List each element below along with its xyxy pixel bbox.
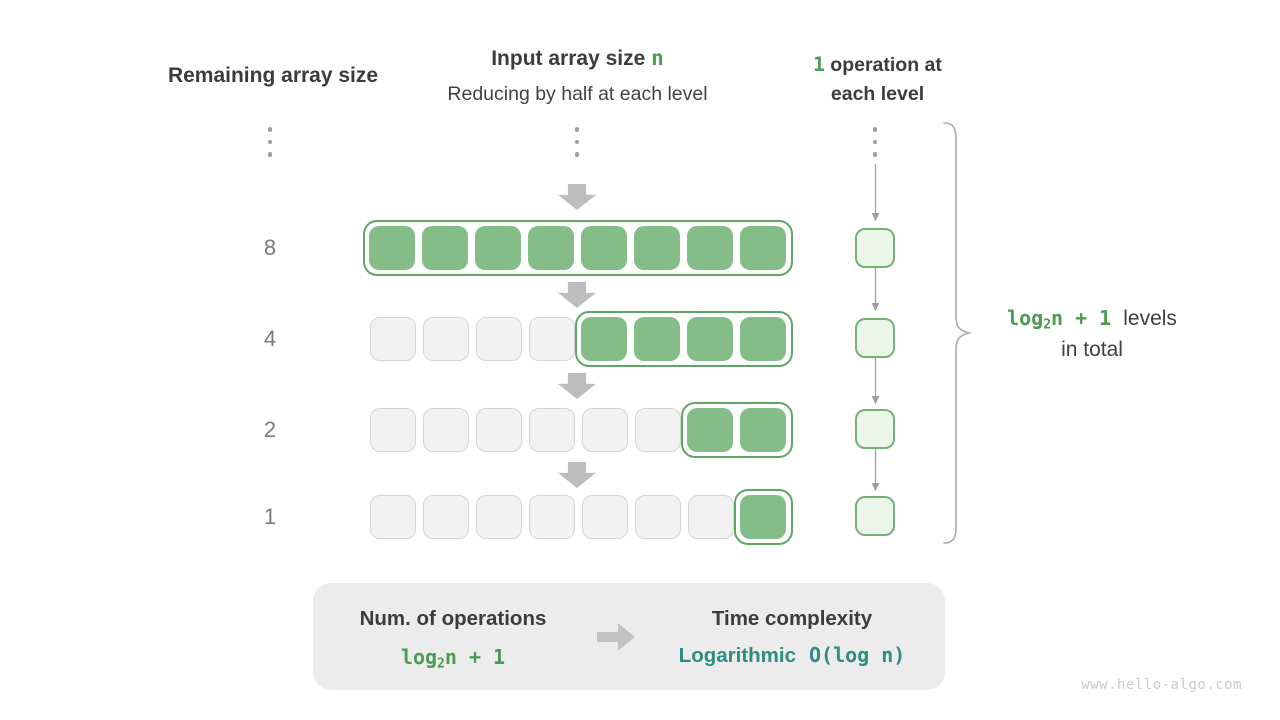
halving-arrow-icon bbox=[558, 462, 596, 488]
array-row bbox=[363, 489, 793, 545]
array-cell-inactive bbox=[528, 317, 575, 361]
array-row bbox=[363, 402, 793, 458]
num-operations-formula: log2n + 1 bbox=[400, 645, 506, 672]
array-cell-inactive bbox=[422, 495, 469, 539]
array-cell-active bbox=[528, 226, 574, 270]
active-cells-group bbox=[363, 220, 793, 276]
operation-header-line1: operation at bbox=[824, 54, 942, 76]
array-cell-inactive bbox=[475, 408, 522, 452]
operation-connector-arrows bbox=[871, 164, 880, 492]
levels-text: levels bbox=[1123, 307, 1177, 330]
remaining-size-label: 8 bbox=[263, 235, 277, 260]
input-array-size-header: Input array size n bbox=[420, 46, 735, 71]
reducing-subtitle: Reducing by half at each level bbox=[447, 83, 708, 105]
active-cells-group bbox=[734, 489, 793, 545]
array-cell-active bbox=[581, 317, 627, 361]
ellipsis-right-icon bbox=[872, 127, 878, 157]
complexity-notation: O(log n) bbox=[809, 643, 906, 667]
array-cell-inactive bbox=[422, 408, 469, 452]
array-cell-inactive bbox=[369, 495, 416, 539]
levels-total-line2: in total bbox=[1061, 338, 1123, 362]
array-cell-active bbox=[740, 226, 786, 270]
array-cell-inactive bbox=[528, 495, 575, 539]
array-cell-inactive bbox=[581, 495, 628, 539]
operation-per-level-header: 1 operation at each level bbox=[795, 50, 960, 109]
array-cell-inactive bbox=[475, 495, 522, 539]
ellipsis-left-icon bbox=[267, 127, 273, 157]
array-cell-active bbox=[740, 408, 786, 452]
remaining-size-label: 1 bbox=[263, 504, 277, 529]
array-cell-inactive bbox=[687, 495, 734, 539]
operation-box bbox=[855, 409, 895, 449]
levels-formula: log2n + 1 bbox=[1007, 306, 1112, 333]
time-complexity-title: Time complexity bbox=[711, 607, 873, 630]
array-cell-inactive bbox=[475, 317, 522, 361]
watermark: www.hello-algo.com bbox=[1081, 677, 1242, 693]
implies-arrow-icon bbox=[597, 623, 635, 651]
operation-count: 1 bbox=[813, 53, 825, 76]
array-cell-active bbox=[369, 226, 415, 270]
input-array-size-text: Input array size bbox=[491, 47, 652, 70]
array-cell-inactive bbox=[369, 317, 416, 361]
levels-brace bbox=[943, 122, 973, 544]
array-cell-active bbox=[740, 495, 786, 539]
array-cell-inactive bbox=[528, 408, 575, 452]
remaining-array-size-header: Remaining array size bbox=[167, 64, 379, 87]
array-cell-inactive bbox=[634, 495, 681, 539]
array-cell-active bbox=[687, 317, 733, 361]
operation-box bbox=[855, 318, 895, 358]
array-cell-active bbox=[475, 226, 521, 270]
levels-total-line1: log2n + 1 levels bbox=[972, 306, 1212, 332]
input-array-size-n: n bbox=[651, 46, 664, 70]
ellipsis-middle-icon bbox=[574, 127, 580, 157]
remaining-size-label: 2 bbox=[263, 417, 277, 442]
array-cell-active bbox=[634, 317, 680, 361]
time-complexity-value: Logarithmic O(log n) bbox=[643, 643, 941, 668]
array-cell-active bbox=[634, 226, 680, 270]
halving-arrow-icon bbox=[558, 373, 596, 399]
operation-box bbox=[855, 228, 895, 268]
complexity-name: Logarithmic bbox=[678, 644, 796, 667]
array-cell-inactive bbox=[369, 408, 416, 452]
halving-arrow-icon bbox=[558, 184, 596, 210]
array-cell-active bbox=[687, 408, 733, 452]
num-operations-title: Num. of operations bbox=[359, 607, 547, 630]
levels-total-annotation: log2n + 1 levels in total bbox=[972, 306, 1212, 362]
operation-header-line2: each level bbox=[830, 83, 925, 105]
summary-panel: Num. of operations log2n + 1 Time comple… bbox=[313, 583, 945, 690]
active-cells-group bbox=[681, 402, 793, 458]
array-cell-active bbox=[740, 317, 786, 361]
remaining-size-label: 4 bbox=[263, 326, 277, 351]
active-cells-group bbox=[575, 311, 793, 367]
array-cell-active bbox=[422, 226, 468, 270]
array-row bbox=[363, 311, 793, 367]
array-cell-inactive bbox=[634, 408, 681, 452]
array-cell-active bbox=[581, 226, 627, 270]
operation-box bbox=[855, 496, 895, 536]
array-row bbox=[363, 220, 793, 276]
array-cell-inactive bbox=[422, 317, 469, 361]
array-cell-inactive bbox=[581, 408, 628, 452]
array-cell-active bbox=[687, 226, 733, 270]
halving-arrow-icon bbox=[558, 282, 596, 308]
